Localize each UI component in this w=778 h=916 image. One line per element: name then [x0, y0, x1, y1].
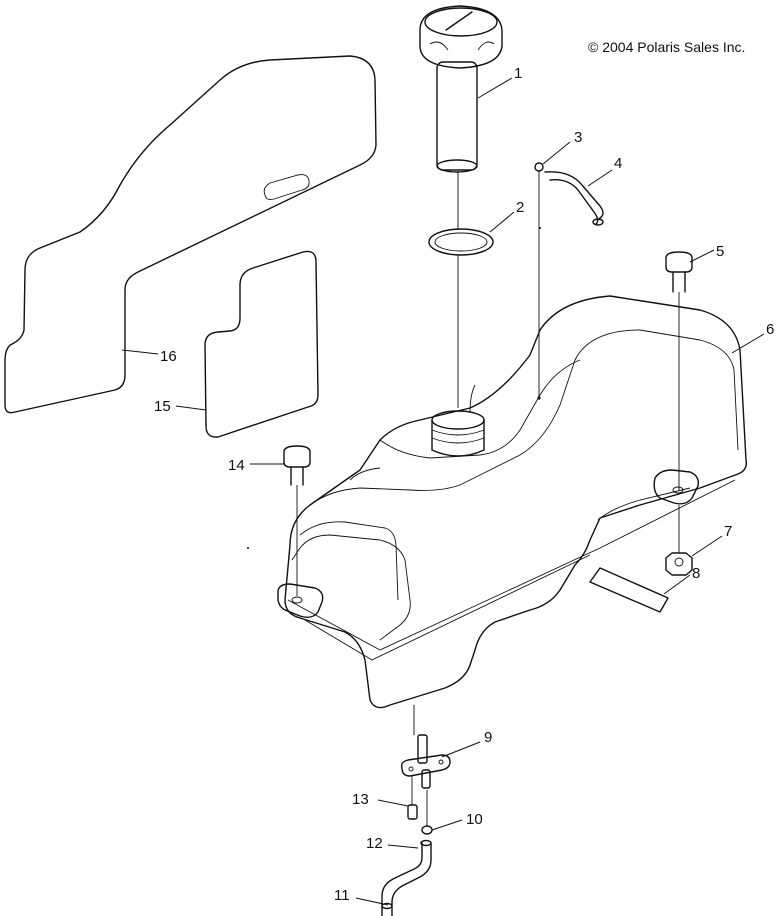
- callout-16: 16: [160, 348, 177, 365]
- callout-12: 12: [366, 835, 383, 852]
- callout-1: 1: [514, 65, 522, 82]
- callout-8: 8: [692, 565, 700, 582]
- callout-14: 14: [228, 457, 245, 474]
- tank-pad-strip: [589, 567, 669, 613]
- fuel-line: [381, 839, 432, 916]
- callout-labels: 1 2 3 4 5 6 7 8 9 10 11 12 13 14 15 16: [154, 65, 774, 904]
- heat-shield-large: [4, 55, 377, 414]
- callout-11: 11: [334, 887, 350, 904]
- callout-15: 15: [154, 398, 171, 415]
- fuel-line-clamp: [421, 790, 433, 835]
- callout-10: 10: [466, 811, 483, 828]
- mounting-nut: [665, 505, 693, 576]
- valve-screw: [407, 776, 418, 820]
- callout-9: 9: [484, 729, 492, 746]
- fuel-tank: [277, 295, 748, 709]
- fuel-filler-neck: [436, 61, 478, 173]
- heat-shield-small: [204, 250, 319, 438]
- callout-6: 6: [766, 321, 774, 338]
- callout-4: 4: [614, 155, 622, 172]
- callout-leaders: [121, 77, 765, 906]
- callout-13: 13: [352, 791, 369, 808]
- filler-gasket: [428, 228, 494, 256]
- fuel-valve: [400, 705, 451, 789]
- vent-hose: [544, 171, 604, 226]
- callout-5: 5: [716, 243, 724, 260]
- drawing-dot: [539, 227, 541, 229]
- callout-2: 2: [516, 199, 524, 216]
- callout-7: 7: [724, 523, 732, 540]
- callout-3: 3: [574, 129, 582, 146]
- mounting-bolt-right: [665, 251, 693, 490]
- fuel-cap: [419, 5, 503, 69]
- drawing-dot: [247, 547, 249, 549]
- copyright-text: © 2004 Polaris Sales Inc.: [588, 39, 745, 55]
- vent-clamp: [534, 162, 544, 400]
- mounting-bolt-left: [283, 445, 311, 596]
